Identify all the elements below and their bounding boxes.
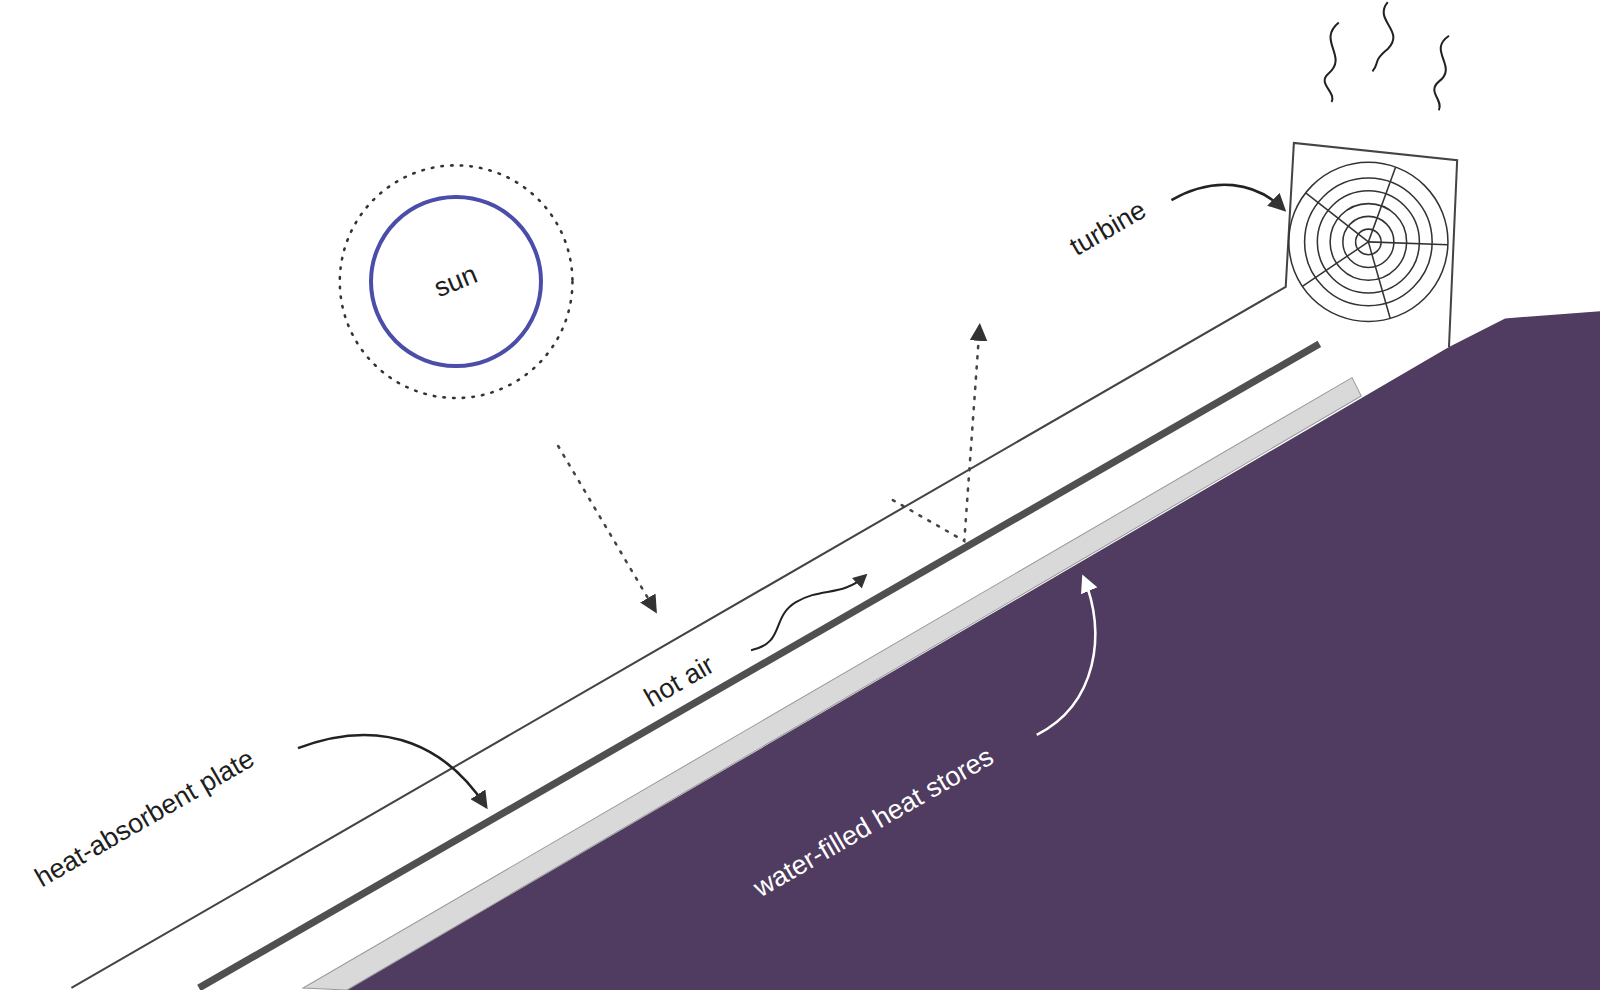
turbine-label: turbine	[1065, 195, 1151, 262]
hot-air-label: hot air	[640, 650, 720, 713]
sun-circle: sun	[369, 195, 542, 368]
hillside	[347, 311, 1600, 990]
reflected-ray	[893, 327, 980, 541]
turbine-fan	[1289, 162, 1448, 321]
plate-label: heat-absorbent plate	[30, 744, 259, 894]
turbine-leader	[1171, 185, 1283, 210]
glazing-cover	[71, 143, 1457, 988]
heat-store	[303, 378, 1361, 990]
node-label: sun	[430, 259, 482, 304]
heat-store-leader	[1037, 578, 1096, 735]
absorbent-plate	[199, 344, 1319, 988]
plate-leader	[298, 735, 486, 806]
heat-waves	[1325, 2, 1449, 110]
sun-ray	[558, 446, 655, 610]
sun-halo	[340, 165, 573, 398]
hot-air-arrow	[751, 576, 865, 651]
